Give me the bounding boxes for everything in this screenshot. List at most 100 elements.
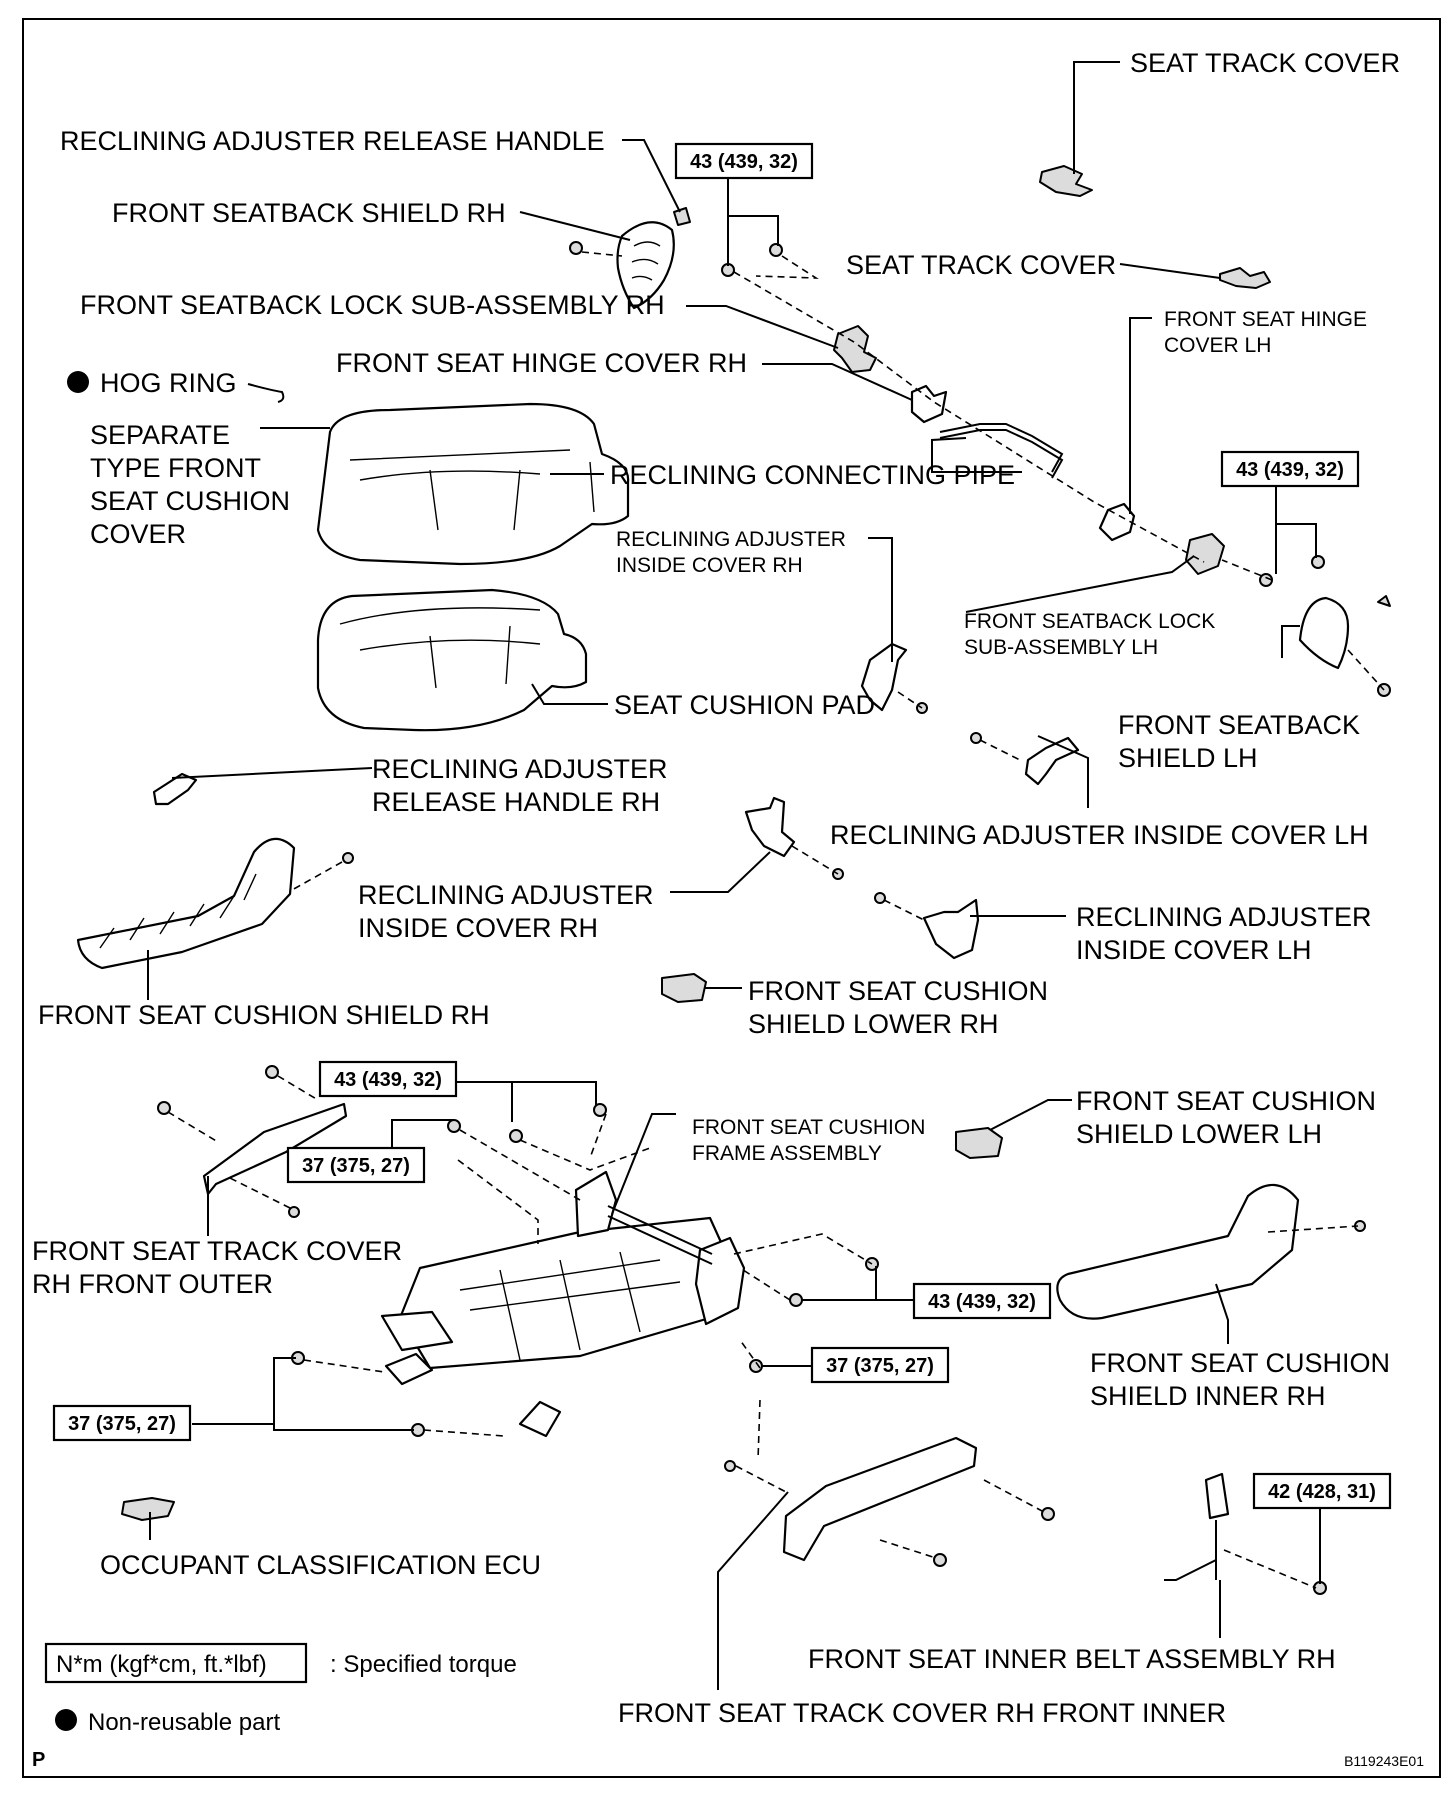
assembly-line — [1221, 559, 1273, 581]
torque-box — [912, 1282, 1052, 1320]
bolt-icon — [1041, 1507, 1055, 1521]
assembly-line — [733, 1233, 873, 1301]
leader-line — [622, 139, 681, 213]
label-front-seat-hinge-cover-lh-1: FRONT SEAT HINGE — [1164, 308, 1367, 331]
shield-rh-detail — [631, 241, 661, 281]
track-cover-front-outer-part — [202, 1102, 348, 1196]
cushion-shield-inner-rh-part — [1056, 1183, 1300, 1320]
torque-value: 43 (439, 32) — [690, 151, 798, 173]
label-cushion-shield-inner-rh-1: FRONT SEAT CUSHION — [1090, 1348, 1390, 1378]
leader-line — [762, 363, 913, 401]
label-reclining-inside-cover-lh-1: RECLINING ADJUSTER — [1076, 902, 1372, 932]
assembly-line — [167, 1075, 319, 1209]
label-front-seatback-shield-lh-1: FRONT SEATBACK — [1118, 710, 1360, 740]
page-marker: P — [32, 1749, 45, 1771]
track-cover-front-inner-part — [782, 1436, 978, 1562]
leader-line — [611, 1113, 676, 1215]
assembly-line — [733, 271, 1205, 563]
nonreusable-dot-icon — [67, 371, 89, 393]
legend-torque-unit: N*m (kgf*cm, ft.*lbf) — [56, 1651, 267, 1678]
label-reclining-inside-cover-lh-2: INSIDE COVER LH — [1076, 935, 1312, 965]
label-inside-cover-rh-upper-1: RECLINING ADJUSTER — [616, 528, 846, 551]
label-cushion-shield-lower-rh-2: SHIELD LOWER RH — [748, 1009, 999, 1039]
assembly-line — [739, 1339, 761, 1461]
part-labels: SEAT TRACK COVER RECLINING ADJUSTER RELE… — [32, 48, 1400, 1728]
occupant-classification-ecu-part — [121, 1497, 175, 1521]
torque-box — [318, 1060, 458, 1098]
frame-hinge-lh — [694, 1236, 746, 1326]
frame-pipe-line — [607, 1205, 713, 1255]
legend-torque-desc: : Specified torque — [330, 1651, 517, 1678]
assembly-line — [303, 1359, 505, 1437]
seatback-lock-rh-part — [833, 325, 877, 373]
leader-line — [531, 683, 608, 705]
label-cushion-frame-2: FRAME ASSEMBLY — [692, 1142, 882, 1165]
pipe-second-edge — [939, 429, 1064, 479]
bolt-icon — [1311, 555, 1325, 569]
assembly-line — [1223, 1549, 1317, 1589]
leader-line — [989, 1099, 1072, 1131]
torque-value: 37 (375, 27) — [826, 1355, 934, 1377]
release-handle-rh-part — [152, 772, 198, 806]
assembly-line — [979, 739, 1021, 761]
label-front-seatback-shield-lh-2: SHIELD LH — [1118, 743, 1258, 773]
bolt-icon — [288, 1206, 300, 1218]
torque-value: 37 (375, 27) — [302, 1155, 410, 1177]
bolt-icon — [593, 1103, 607, 1117]
hog-ring-part — [247, 383, 285, 403]
label-reclining-inside-cover-rh-1: RECLINING ADJUSTER — [358, 880, 654, 910]
torque-connectors — [192, 176, 1321, 1584]
label-front-seatback-lock-lh-2: SUB-ASSEMBLY LH — [964, 636, 1158, 659]
torque-value: 43 (439, 32) — [334, 1069, 442, 1091]
torque-value: 37 (375, 27) — [68, 1413, 176, 1435]
release-handle-part — [673, 207, 691, 226]
reclining-inside-cover-lh-part — [922, 898, 980, 960]
label-track-cover-front-outer-2: RH FRONT OUTER — [32, 1269, 273, 1299]
inner-belt-strap — [1164, 1520, 1217, 1581]
bolt-icon — [724, 1460, 736, 1472]
reclining-inside-cover-rh-upper-part — [860, 642, 908, 712]
label-reclining-adjuster-release-handle: RECLINING ADJUSTER RELEASE HANDLE — [60, 126, 605, 156]
label-hog-ring: HOG RING — [100, 368, 237, 398]
hinge-cover-lh-part — [1098, 502, 1136, 542]
label-reclining-inside-cover-rh-2: INSIDE COVER RH — [358, 913, 598, 943]
torque-connector — [802, 1266, 914, 1301]
label-seat-track-cover-mid: SEAT TRACK COVER — [846, 250, 1116, 280]
bolt-icon — [265, 1065, 279, 1079]
assembly-line — [791, 845, 839, 875]
seat-track-cover-mid-part — [1219, 267, 1271, 289]
label-separate-cover-4: COVER — [90, 519, 186, 549]
leader-line — [686, 305, 839, 349]
label-separate-cover-1: SEPARATE — [90, 420, 230, 450]
frame-pipe-line-2 — [607, 1215, 713, 1265]
cushion-shield-rh-detail — [99, 873, 257, 949]
label-seat-track-cover-top: SEAT TRACK COVER — [1130, 48, 1400, 78]
bolt-icon — [769, 243, 783, 257]
bolt-icon — [789, 1293, 803, 1307]
seat-cushion-pad-part — [316, 588, 588, 732]
label-front-seat-cushion-shield-rh: FRONT SEAT CUSHION SHIELD RH — [38, 1000, 490, 1030]
front-seatback-shield-lh-part — [1298, 596, 1350, 670]
torque-connector — [192, 1357, 414, 1431]
torque-box — [810, 1346, 950, 1384]
assembly-line — [883, 899, 925, 921]
torque-values: 43 (439, 32) 43 (439, 32) 43 (439, 32) 3… — [52, 142, 1392, 1510]
label-separate-cover-2: TYPE FRONT — [90, 453, 261, 483]
bolt-icon — [569, 241, 583, 255]
seatback-shield-lh-clip — [1377, 595, 1391, 607]
front-seatback-shield-rh-part — [616, 221, 675, 310]
cushion-cover-detail — [349, 449, 595, 531]
label-separate-cover-3: SEAT CUSHION — [90, 486, 290, 516]
label-reclining-connecting-pipe: RECLINING CONNECTING PIPE — [610, 460, 1015, 490]
legend: N*m (kgf*cm, ft.*lbf) : Specified torque… — [44, 1642, 517, 1736]
label-cushion-frame-1: FRONT SEAT CUSHION — [692, 1116, 925, 1139]
leader-line — [868, 537, 893, 662]
assembly-lines — [167, 251, 1385, 1589]
label-cushion-shield-lower-rh-1: FRONT SEAT CUSHION — [748, 976, 1048, 1006]
torque-connector — [391, 1119, 454, 1148]
bolt-icon — [933, 1553, 947, 1567]
assembly-line — [1267, 1225, 1359, 1233]
torque-box — [286, 1146, 426, 1184]
bolt-icon — [157, 1101, 171, 1115]
seat-cushion-frame-assembly-part — [380, 1170, 746, 1438]
